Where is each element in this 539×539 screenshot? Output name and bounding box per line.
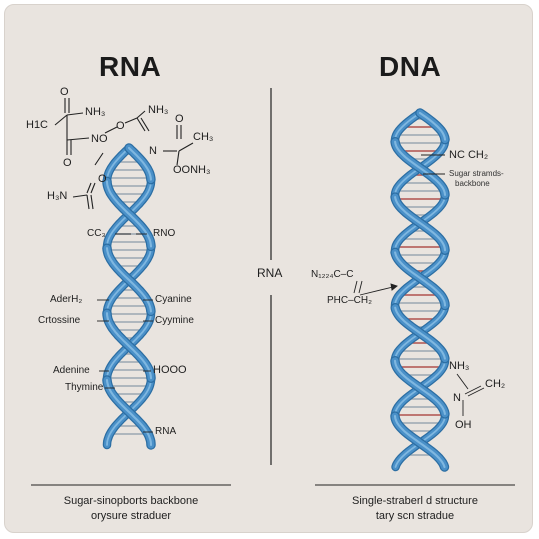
rna-strand-front-highlight: [105, 180, 153, 248]
dna-chem-n: N: [453, 392, 461, 404]
dna-strand-front-highlight: [393, 415, 446, 469]
rna-label-aderh2: AderH₂: [50, 294, 83, 305]
dna-strand-front-highlight: [394, 251, 447, 307]
rna-strand-front-highlight: [127, 146, 152, 181]
dna-leader-lines: [353, 154, 485, 416]
dna-strand-front-highlight: [394, 196, 447, 252]
diagram-artwork: [31, 88, 515, 486]
dna-strand-front-highlight: [418, 111, 447, 141]
dna-strand-front-highlight: [394, 306, 446, 360]
rna-chem-h1c: H1C: [26, 119, 49, 131]
rna-label-cyymine: Cyymine: [155, 315, 194, 326]
rna-strand-back-highlight: [106, 147, 130, 181]
rna-chem-o2: O: [116, 120, 125, 132]
rna-label-crtossine: Crtossine: [38, 315, 81, 326]
rna-chem-h3n: H₃N: [47, 190, 68, 202]
rna-label-cc3: CC₃: [87, 228, 106, 239]
dna-label-n1224c: N₁₂₂₄C–C: [311, 269, 354, 280]
rna-chem-nh3-2: NH₃: [148, 104, 169, 116]
dna-strand-front-highlight: [393, 359, 446, 415]
rna-double-helix: [102, 143, 156, 450]
rna-label-rno: RNO: [153, 228, 176, 239]
dna-double-helix: [390, 108, 450, 472]
rna-caption-line1: Sugar-sinopborts backbone: [63, 495, 199, 507]
dna-chem-ch2: CH₂: [485, 378, 506, 390]
rna-label-adenine: Adenine: [53, 365, 90, 376]
dna-chem-nh3: NH₃: [449, 360, 470, 372]
rna-strand-front-highlight: [105, 247, 152, 313]
rna-chem-o1: O: [60, 86, 69, 98]
dna-label-nc-ch2: NC CH₂: [449, 149, 489, 161]
rna-strand-front-highlight: [105, 312, 153, 380]
dna-caption-line2: tary scn stradue: [375, 510, 455, 522]
rna-label-rna: RNA: [155, 426, 177, 437]
dna-caption-line1: Single-straberl d structure: [352, 495, 478, 507]
dna-label-sugar-line2: backbone: [455, 179, 490, 188]
rna-label-hooo: HOOO: [153, 364, 187, 376]
dna-strand-front-highlight: [394, 140, 447, 196]
rna-chem-no: NO: [91, 133, 108, 145]
rna-chem-ch3: CH₃: [193, 131, 214, 143]
rna-chem-o5: O: [63, 157, 72, 169]
diagram-canvas: RNA DNA RNA O NH₃ H1C NO O NH₃ N O CH₃ O…: [4, 4, 533, 533]
rna-strand-front-highlight: [105, 378, 153, 447]
rna-chem-nh3-1: NH₃: [85, 106, 106, 118]
rna-chem-o6: O: [98, 173, 107, 185]
rna-label-thymine: Thymine: [65, 382, 104, 393]
rna-chem-oonh3: OONH₃: [173, 164, 211, 176]
rna-molecule-bonds: [54, 98, 194, 210]
rna-title: RNA: [99, 51, 162, 82]
rna-label-cyanine: Cyanine: [155, 294, 192, 305]
dna-chem-oh: OH: [455, 419, 472, 431]
center-rna-label: RNA: [257, 266, 283, 280]
rna-chem-o3: O: [175, 113, 184, 125]
rna-caption-line2: orysure straduer: [90, 510, 172, 522]
dna-title: DNA: [379, 51, 442, 82]
dna-label-phc-ch2: PHC–CH₂: [327, 295, 372, 306]
dna-label-sugar-line1: Sugar stramds-: [449, 169, 504, 178]
rna-leader-lines: [97, 233, 153, 433]
dna-strand-back-highlight: [394, 112, 421, 141]
rna-chem-n: N: [149, 145, 157, 157]
